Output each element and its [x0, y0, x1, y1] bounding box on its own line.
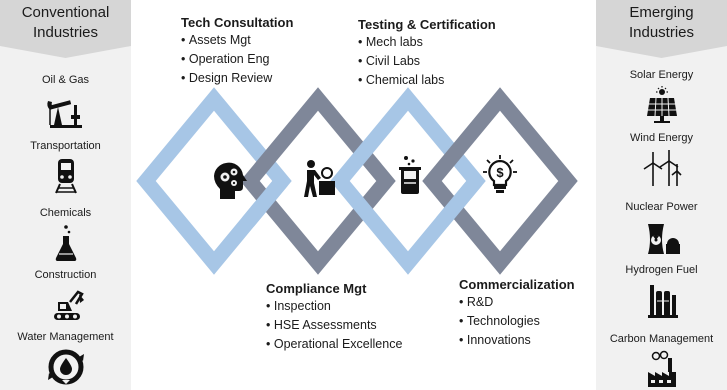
- service-title: Testing & Certification: [358, 17, 496, 32]
- industry-hydrogen-fuel: Hydrogen Fuel: [596, 264, 727, 319]
- industry-solar-energy: Solar Energy: [596, 69, 727, 124]
- service-commercialization: Commercialization R&D Technologies Innov…: [459, 276, 575, 350]
- excavator-icon: [53, 290, 84, 320]
- service-testing-certification: Testing & Certification Mech labs Civil …: [358, 16, 496, 90]
- brain-gears-icon: [214, 162, 247, 199]
- service-item: Inspection: [266, 297, 402, 316]
- service-item: Assets Mgt: [181, 31, 293, 50]
- water-cycle-icon: [47, 349, 84, 385]
- service-item: Operational Excellence: [266, 335, 403, 354]
- service-title: Tech Consultation: [181, 15, 294, 30]
- industry-water-management: Water Management: [0, 331, 131, 386]
- diamond-commercialization: [422, 87, 578, 275]
- dollar-bulb-icon: $: [483, 155, 517, 193]
- industry-carbon-management: Carbon Management: [596, 333, 727, 388]
- service-item: HSE Assessments: [266, 316, 402, 335]
- service-title: Commercialization: [459, 277, 575, 292]
- service-item: R&D: [459, 293, 575, 312]
- service-tech-consultation: Tech Consultation Assets Mgt Operation E…: [181, 14, 293, 88]
- oil-pump-icon: [46, 100, 82, 128]
- nuclear-plant-icon: [647, 224, 680, 254]
- service-item: Innovations: [459, 331, 575, 350]
- svg-text:$: $: [496, 165, 504, 180]
- service-item: Mech labs: [358, 33, 496, 52]
- industry-construction: Construction: [0, 269, 131, 324]
- flask-icon: [55, 225, 76, 261]
- solar-panel-icon: [646, 86, 677, 123]
- service-item: Civil Labs: [358, 52, 496, 71]
- beaker-icon: [399, 156, 421, 194]
- train-icon: [54, 159, 77, 194]
- service-item: Technologies: [459, 312, 575, 331]
- industry-chemicals: Chemicals: [0, 207, 131, 262]
- industry-oil-gas: Oil & Gas: [0, 74, 131, 129]
- interlock-overlap-2: [436, 176, 482, 227]
- factory-co2-icon: [647, 350, 676, 387]
- diamond-tech-consultation: [136, 87, 292, 275]
- hydrogen-tank-icon: [647, 285, 678, 318]
- inspector-icon: [304, 160, 335, 197]
- interlock-overlap-1: [242, 176, 288, 227]
- industry-nuclear-power: Nuclear Power: [596, 201, 727, 256]
- service-item: Operation Eng: [181, 50, 293, 69]
- industry-transportation: Transportation: [0, 140, 131, 195]
- wind-turbine-icon: [643, 150, 682, 186]
- industry-wind-energy: Wind Energy: [596, 132, 727, 187]
- service-item: Design Review: [181, 69, 293, 88]
- service-title: Compliance Mgt: [266, 281, 367, 296]
- service-compliance-mgt: Compliance Mgt Inspection HSE Assessment…: [266, 280, 402, 354]
- service-item: Chemical labs: [358, 71, 496, 90]
